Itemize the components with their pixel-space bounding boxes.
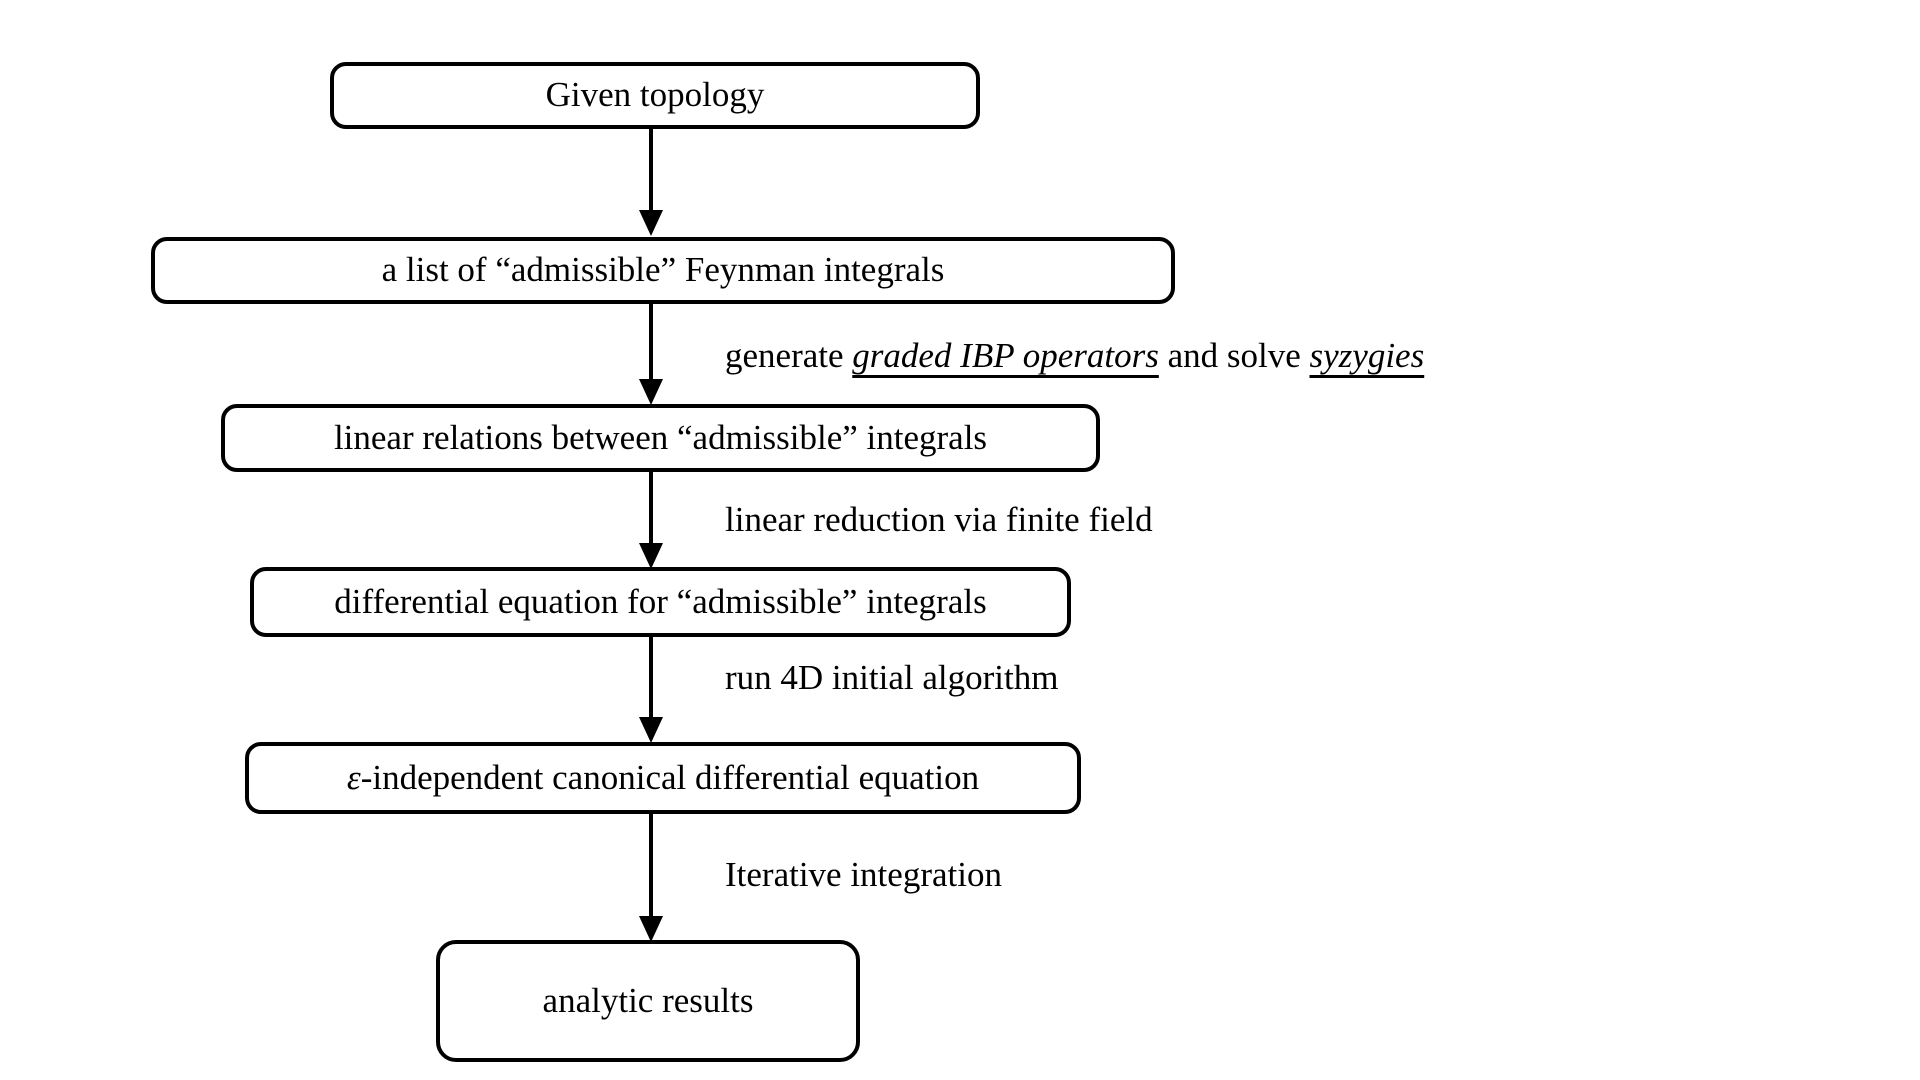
arrow-down-icon: [639, 635, 663, 743]
edge-label-generate-ibp: generate graded IBP operators and solve …: [725, 336, 1425, 375]
arrowhead-icon: [639, 916, 663, 942]
node-differential-equation: differential equation for “admissible” i…: [250, 567, 1071, 637]
node-label: ε-independent canonical differential equ…: [346, 757, 980, 797]
arrowhead-icon: [639, 717, 663, 743]
node-label: Given topology: [545, 75, 765, 115]
arrowhead-icon: [639, 210, 663, 236]
arrow-shaft: [649, 302, 653, 383]
node-linear-relations: linear relations between “admissible” in…: [221, 404, 1100, 472]
arrow-down-icon: [639, 302, 663, 405]
arrow-down-icon: [639, 812, 663, 942]
edge-label-linear-reduction: linear reduction via finite field: [725, 500, 1153, 539]
arrowhead-icon: [639, 379, 663, 405]
node-analytic-results: analytic results: [436, 940, 860, 1062]
node-admissible-feynman-integrals: a list of “admissible” Feynman integrals: [151, 237, 1175, 304]
arrow-shaft: [649, 812, 653, 920]
edge-label-run-4d-algorithm: run 4D initial algorithm: [725, 658, 1059, 697]
arrow-down-icon: [639, 470, 663, 569]
node-label: differential equation for “admissible” i…: [334, 581, 987, 621]
node-label: linear relations between “admissible” in…: [333, 417, 988, 457]
arrow-shaft: [649, 128, 653, 214]
node-given-topology: Given topology: [330, 62, 980, 129]
edge-label-iterative-integration: Iterative integration: [725, 855, 1002, 894]
arrow-shaft: [649, 635, 653, 721]
node-label: analytic results: [542, 980, 754, 1020]
arrow-down-icon: [639, 128, 663, 236]
node-label: a list of “admissible” Feynman integrals: [381, 250, 945, 290]
arrow-shaft: [649, 470, 653, 547]
node-canonical-differential-equation: ε-independent canonical differential equ…: [245, 742, 1081, 814]
arrowhead-icon: [639, 543, 663, 569]
